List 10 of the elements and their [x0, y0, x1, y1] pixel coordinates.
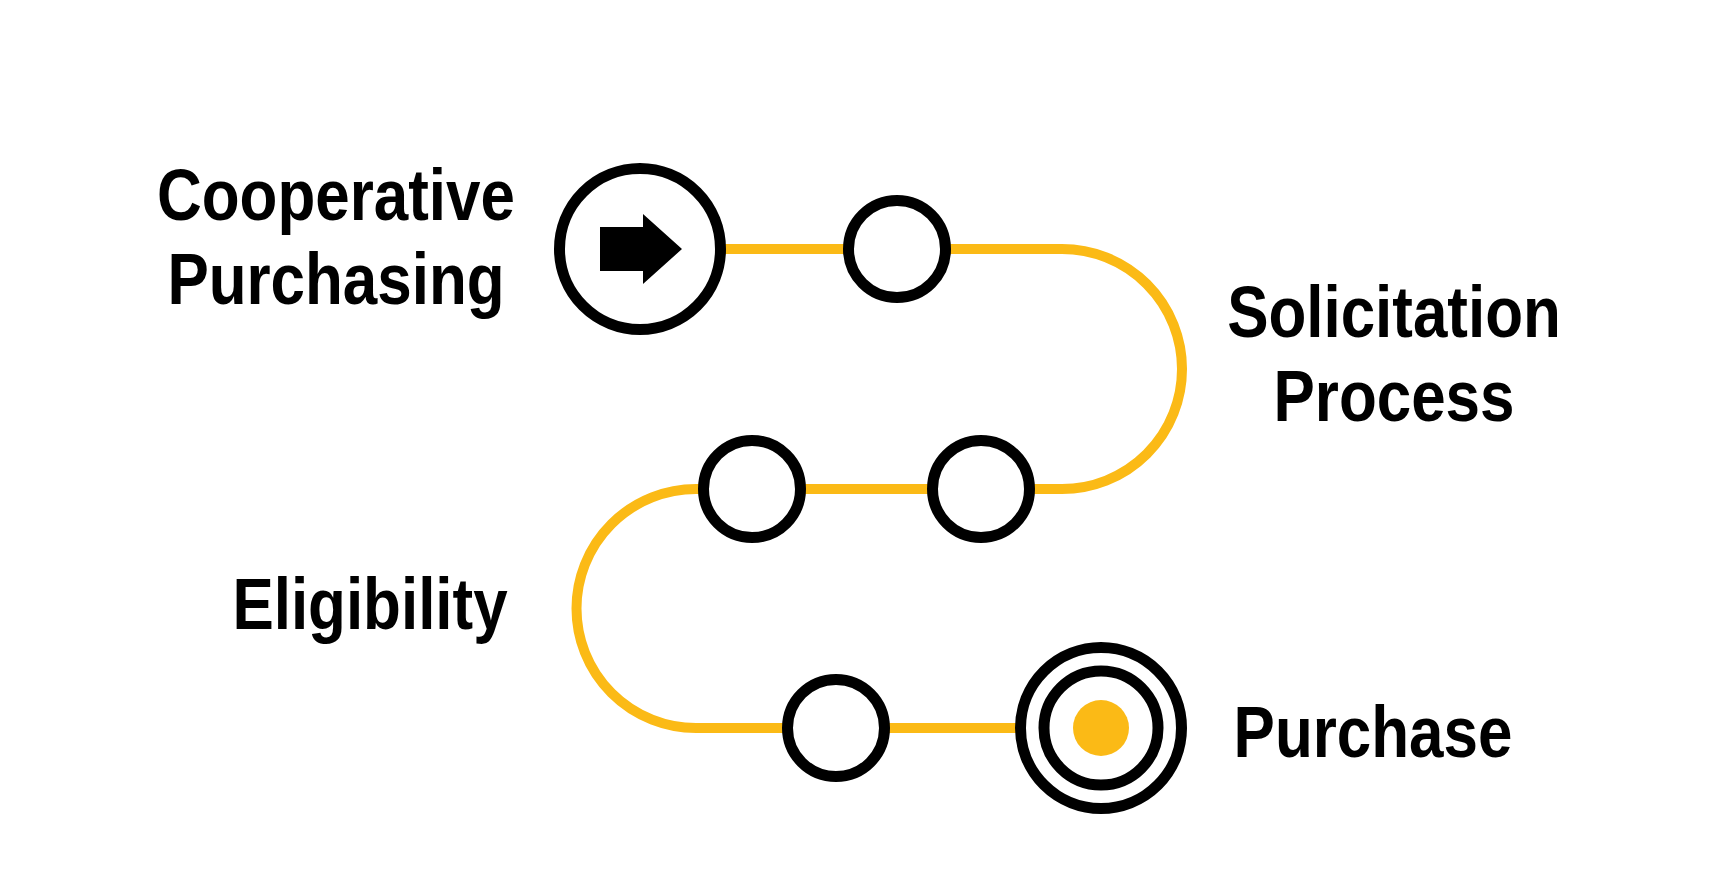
step-label: Purchase [1233, 691, 1513, 774]
section-label: Eligibility [232, 563, 508, 646]
milestone-marker [782, 674, 890, 782]
step-label: Cooperative Purchasing [157, 154, 515, 321]
start-marker [554, 163, 726, 335]
finish-marker [1015, 642, 1187, 814]
milestone-marker [843, 195, 951, 303]
milestone-marker [698, 435, 806, 543]
section-label: Solicitation Process [1227, 271, 1561, 438]
milestone-marker [927, 435, 1035, 543]
